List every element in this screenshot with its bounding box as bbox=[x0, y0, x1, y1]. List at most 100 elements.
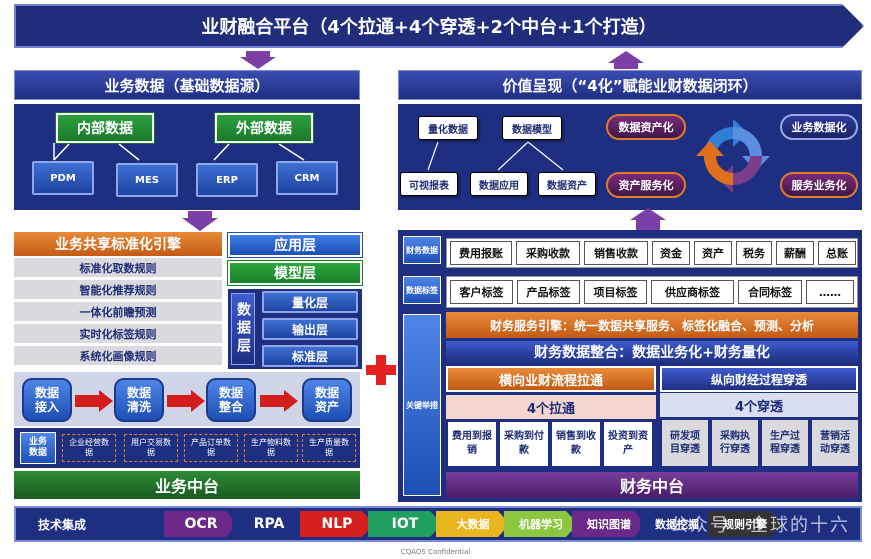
vertical-item[interactable]: 营销活动穿透 bbox=[812, 420, 858, 466]
flow-step-1-label: 数据接入 bbox=[32, 386, 62, 414]
tag-item[interactable]: 产品标签 bbox=[517, 280, 580, 304]
biz-data-item[interactable]: 企业经营数据 bbox=[62, 434, 116, 462]
vertical-item[interactable]: 生产过程穿透 bbox=[762, 420, 808, 466]
tag-item-label: 合同标签 bbox=[748, 284, 792, 300]
fin-item[interactable]: 税务 bbox=[736, 241, 772, 265]
fin-item[interactable]: 资产 bbox=[694, 241, 732, 265]
engine-rule[interactable]: 标准化取数规则 bbox=[14, 258, 222, 278]
flow-arrow-icon bbox=[167, 390, 205, 412]
key-label-box: 关键举措 bbox=[403, 314, 441, 496]
engine-rule[interactable]: 一体化前瞻预测 bbox=[14, 302, 222, 322]
system-crm[interactable]: CRM bbox=[276, 161, 338, 195]
flow-step-2[interactable]: 数据清洗 bbox=[114, 378, 164, 422]
fin-engine-bar: 财务服务引擎：统一数据共享服务、标签化融合、预测、分析 bbox=[446, 312, 858, 338]
value-box-quant[interactable]: 量化数据 bbox=[418, 116, 478, 140]
engine-rule[interactable]: 系统化画像规则 bbox=[14, 346, 222, 366]
value-title: 价值呈现（“4化”赋能业财数据闭环） bbox=[398, 70, 862, 100]
engine-title: 业务共享标准化引擎 bbox=[14, 232, 222, 256]
tag-item[interactable]: 客户标签 bbox=[450, 280, 513, 304]
tag-item[interactable]: 合同标签 bbox=[738, 280, 802, 304]
biz-data-item[interactable]: 用户交易数据 bbox=[124, 434, 178, 462]
tech-item[interactable]: 大数据 bbox=[436, 511, 510, 537]
system-crm-label: CRM bbox=[295, 173, 320, 184]
quant-layer-button[interactable]: 量化层 bbox=[262, 291, 358, 313]
engine-rule[interactable]: 智能化推荐规则 bbox=[14, 280, 222, 300]
standard-layer-button[interactable]: 标准层 bbox=[262, 345, 358, 367]
flow-step-3[interactable]: 数据整合 bbox=[206, 378, 256, 422]
value-box-model-label: 数据模型 bbox=[512, 121, 552, 136]
tech-item-label: 机器学习 bbox=[519, 516, 563, 532]
plus-icon bbox=[366, 355, 396, 385]
vertical-item-label: 研发项目穿透 bbox=[670, 430, 700, 456]
pill-asset-service[interactable]: 资产服务化 bbox=[606, 172, 686, 198]
biz-data-item[interactable]: 生产质量数据 bbox=[302, 434, 356, 462]
vertical-item-label: 采购执行穿透 bbox=[720, 430, 750, 456]
tag-item[interactable]: …… bbox=[806, 280, 854, 304]
pill-asset-service-label: 资产服务化 bbox=[619, 177, 674, 193]
output-layer-button[interactable]: 输出层 bbox=[262, 318, 358, 340]
tech-item[interactable]: IOT bbox=[368, 511, 442, 537]
pill-business-data[interactable]: 业务数据化 bbox=[780, 114, 858, 140]
biz-center-title: 业务中台 bbox=[155, 473, 219, 497]
vertical-item[interactable]: 采购执行穿透 bbox=[712, 420, 758, 466]
top-banner: 业财融合平台（4个拉通+4个穿透+2个中台+1个打造） bbox=[14, 4, 864, 48]
value-box-model[interactable]: 数据模型 bbox=[502, 116, 562, 140]
engine-rules: 标准化取数规则智能化推荐规则一体化前瞻预测实时化标签规则系统化画像规则 bbox=[14, 258, 222, 368]
left-data-title-text: 业务数据（基础数据源） bbox=[104, 75, 269, 96]
tech-item[interactable]: NLP bbox=[300, 511, 374, 537]
flow-step-4[interactable]: 数据资产 bbox=[302, 378, 352, 422]
vertical-item[interactable]: 研发项目穿透 bbox=[662, 420, 708, 466]
value-box-app-label: 数据应用 bbox=[479, 177, 519, 192]
horizontal-count-text: 4个拉通 bbox=[527, 398, 575, 417]
fin-center-title: 财务中台 bbox=[620, 473, 684, 497]
value-box-report[interactable]: 可视报表 bbox=[400, 172, 458, 196]
tech-item[interactable]: OCR bbox=[164, 511, 238, 537]
tech-item[interactable]: RPA bbox=[232, 511, 306, 537]
flow-step-1[interactable]: 数据接入 bbox=[22, 378, 72, 422]
horizontal-item[interactable]: 投资到资产 bbox=[604, 422, 652, 466]
fin-item[interactable]: 总账 bbox=[818, 241, 856, 265]
engine-rule-label: 系统化画像规则 bbox=[80, 348, 157, 364]
app-layer-button[interactable]: 应用层 bbox=[228, 233, 362, 257]
horizontal-title-text: 横向业财流程拉通 bbox=[499, 370, 603, 389]
fin-item-label: 资金 bbox=[660, 245, 682, 261]
tag-item[interactable]: 项目标签 bbox=[584, 280, 647, 304]
fin-center-bar: 财务中台 bbox=[446, 472, 858, 498]
tech-item[interactable]: 机器学习 bbox=[504, 511, 578, 537]
flow-arrow-icon bbox=[75, 390, 113, 412]
system-mes[interactable]: MES bbox=[116, 163, 178, 197]
fin-item[interactable]: 薪酬 bbox=[776, 241, 814, 265]
fin-item[interactable]: 采购收款 bbox=[516, 241, 580, 265]
tech-item-label: 大数据 bbox=[457, 516, 490, 532]
value-box-quant-label: 量化数据 bbox=[428, 121, 468, 136]
value-box-asset[interactable]: 数据资产 bbox=[538, 172, 596, 196]
fin-item[interactable]: 费用报账 bbox=[450, 241, 512, 265]
fin-item[interactable]: 销售收款 bbox=[584, 241, 648, 265]
model-layer-button[interactable]: 模型层 bbox=[228, 261, 362, 285]
horizontal-item[interactable]: 采购到付款 bbox=[500, 422, 548, 466]
tag-item[interactable]: 供应商标签 bbox=[651, 280, 734, 304]
horizontal-item-label: 费用到报销 bbox=[452, 430, 492, 458]
biz-data-item[interactable]: 生产物料数据 bbox=[244, 434, 298, 462]
app-layer-label: 应用层 bbox=[274, 235, 316, 255]
biz-data-label-box: 业务数据 bbox=[20, 432, 56, 464]
system-pdm[interactable]: PDM bbox=[32, 161, 94, 195]
engine-rule[interactable]: 实时化标签规则 bbox=[14, 324, 222, 344]
engine-rule-label: 标准化取数规则 bbox=[80, 260, 157, 276]
horizontal-item[interactable]: 销售到收款 bbox=[552, 422, 600, 466]
watermark: 公众号・全球的十六 bbox=[590, 511, 850, 537]
tech-item-label: NLP bbox=[322, 516, 353, 532]
system-erp[interactable]: ERP bbox=[196, 163, 258, 197]
horizontal-item[interactable]: 费用到报销 bbox=[448, 422, 496, 466]
biz-data-item[interactable]: 产品订单数据 bbox=[184, 434, 238, 462]
pill-service-business[interactable]: 服务业务化 bbox=[780, 172, 858, 198]
fin-integration-bar: 财务数据整合：数据业务化+财务量化 bbox=[446, 341, 858, 363]
value-box-app[interactable]: 数据应用 bbox=[470, 172, 528, 196]
horizontal-count: 4个拉通 bbox=[446, 395, 656, 419]
model-layer-label: 模型层 bbox=[274, 263, 316, 283]
pill-data-assetization[interactable]: 数据资产化 bbox=[606, 114, 686, 140]
tag-item-label: 供应商标签 bbox=[665, 284, 720, 300]
vertical-item-label: 生产过程穿透 bbox=[770, 430, 800, 456]
vertical-title: 纵向财经过程穿透 bbox=[660, 366, 858, 392]
fin-item[interactable]: 资金 bbox=[652, 241, 690, 265]
